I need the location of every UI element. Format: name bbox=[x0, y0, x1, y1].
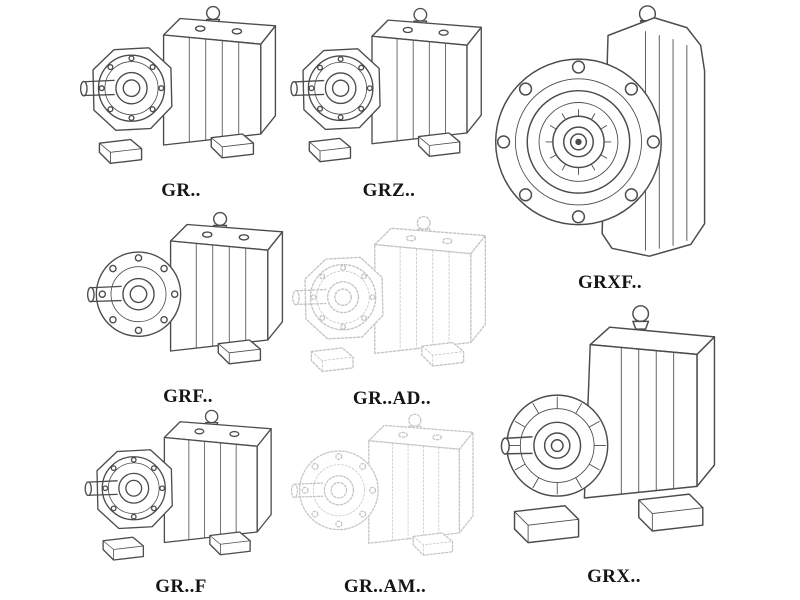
grf-flange-gearbox-drawing bbox=[82, 208, 294, 384]
grx-gearbox-drawing bbox=[490, 300, 738, 564]
grz-gearbox-drawing bbox=[286, 2, 492, 178]
figure-grad: GR..AD.. bbox=[286, 212, 498, 412]
label-grz: GRZ.. bbox=[362, 180, 416, 201]
figure-grf: GRF.. bbox=[82, 208, 294, 410]
label-grx: GRX.. bbox=[587, 566, 641, 587]
grxf-flange-drawing bbox=[486, 2, 734, 270]
label-grad: GR..AD.. bbox=[352, 388, 432, 409]
figure-gr: GR.. bbox=[75, 2, 287, 202]
gr-gearbox-drawing bbox=[75, 2, 287, 178]
label-gr: GR.. bbox=[161, 180, 201, 201]
grff-gearbox-drawing bbox=[75, 406, 287, 574]
label-grxf: GRXF.. bbox=[578, 272, 642, 293]
grad-ghost-gearbox-drawing bbox=[286, 212, 498, 386]
figure-grff: GR..F bbox=[75, 406, 287, 600]
figure-gram: GR..AM.. bbox=[282, 410, 488, 600]
label-grf: GRF.. bbox=[163, 386, 213, 407]
label-grff: GR..F bbox=[155, 576, 207, 597]
figure-grx: GRX.. bbox=[490, 300, 738, 596]
gram-ghost-gearbox-drawing bbox=[282, 410, 488, 574]
label-gram: GR..AM.. bbox=[343, 576, 427, 597]
figure-grxf: GRXF.. bbox=[486, 2, 734, 298]
figure-grz: GRZ.. bbox=[286, 2, 492, 202]
